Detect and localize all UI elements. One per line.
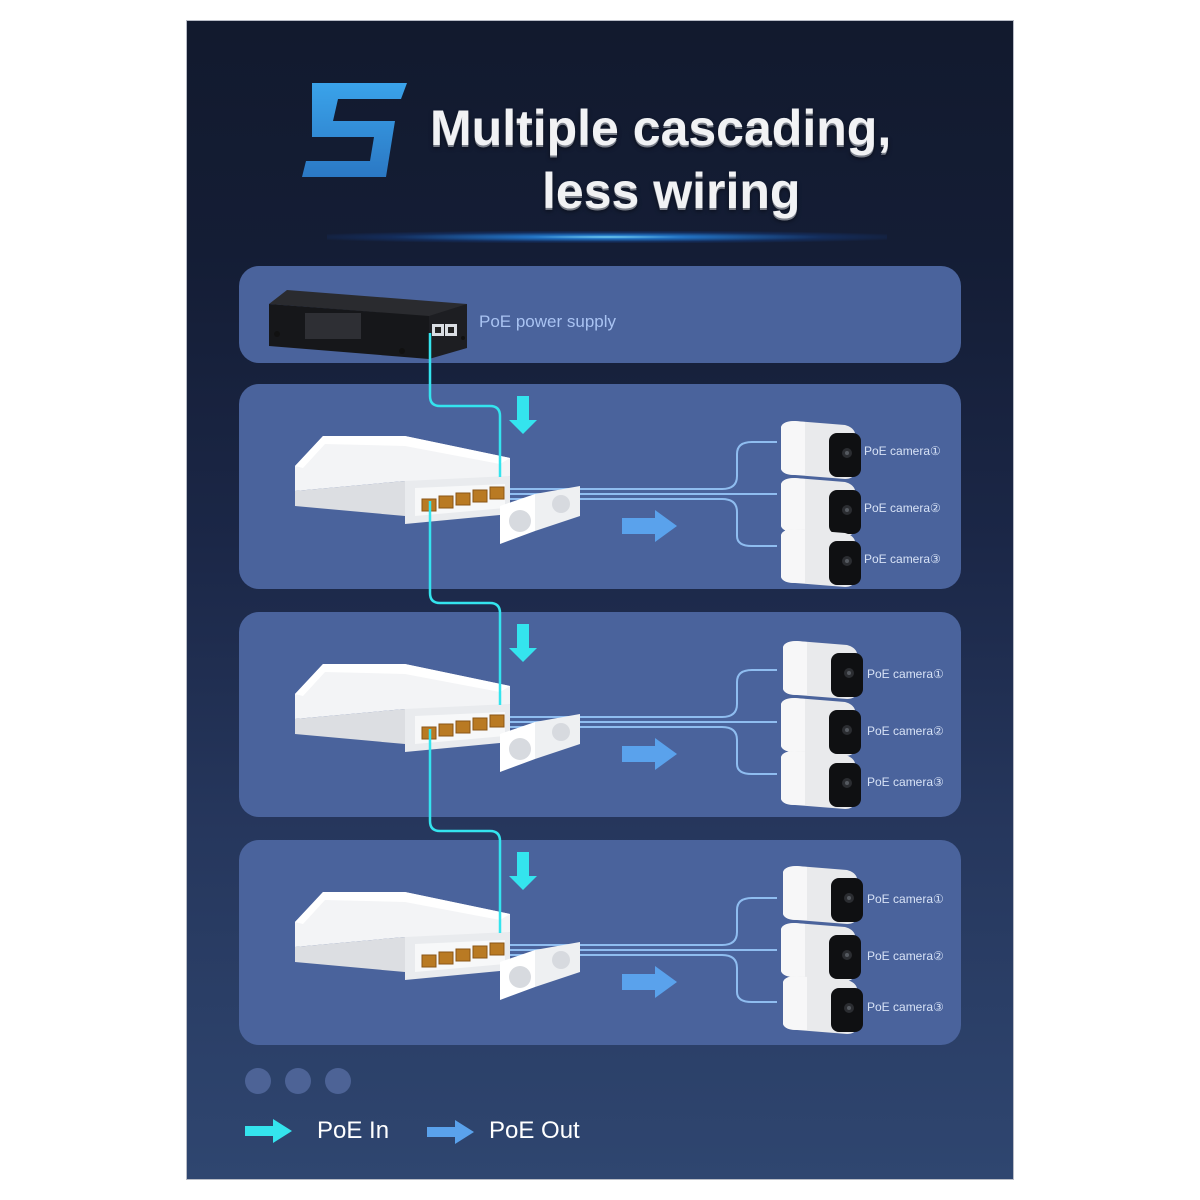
poe-in-arrow-icon bbox=[245, 1119, 292, 1143]
legend-poe-in: PoE In bbox=[317, 1117, 390, 1144]
infographic-poster: Multiple cascading, less wiring PoE powe… bbox=[187, 21, 1013, 1179]
title-line-2: less wiring bbox=[542, 163, 801, 219]
camera-label: PoE camera② bbox=[864, 501, 941, 515]
legend-poe-out: PoE Out bbox=[489, 1117, 580, 1144]
title-glow bbox=[327, 231, 887, 243]
number-five-badge bbox=[302, 83, 407, 177]
camera-label: PoE camera③ bbox=[867, 1000, 944, 1014]
title-line-1: Multiple cascading, bbox=[430, 100, 892, 156]
camera-label: PoE camera③ bbox=[864, 552, 941, 566]
switch-section-1 bbox=[295, 396, 777, 546]
camera-label: PoE camera② bbox=[867, 724, 944, 738]
poe-out-arrow-icon bbox=[427, 1120, 474, 1144]
camera-icons bbox=[781, 421, 863, 1034]
camera-label: PoE camera① bbox=[867, 892, 944, 906]
poe-supply-label: PoE power supply bbox=[479, 312, 617, 331]
camera-label: PoE camera② bbox=[867, 949, 944, 963]
camera-label: PoE camera① bbox=[864, 444, 941, 458]
cascade-diagram bbox=[187, 333, 863, 1034]
poe-injector-device-icon bbox=[269, 290, 467, 359]
switch-section-2 bbox=[295, 624, 777, 774]
pagination-dots bbox=[245, 1068, 351, 1094]
switch-section-3 bbox=[295, 852, 777, 1002]
poe-supply-panel: PoE power supply bbox=[239, 266, 961, 363]
camera-label: PoE camera① bbox=[867, 667, 944, 681]
camera-label: PoE camera③ bbox=[867, 775, 944, 789]
page-dot[interactable] bbox=[245, 1068, 271, 1094]
poe-in-cable bbox=[428, 333, 502, 933]
page-dot[interactable] bbox=[285, 1068, 311, 1094]
page-dot[interactable] bbox=[325, 1068, 351, 1094]
